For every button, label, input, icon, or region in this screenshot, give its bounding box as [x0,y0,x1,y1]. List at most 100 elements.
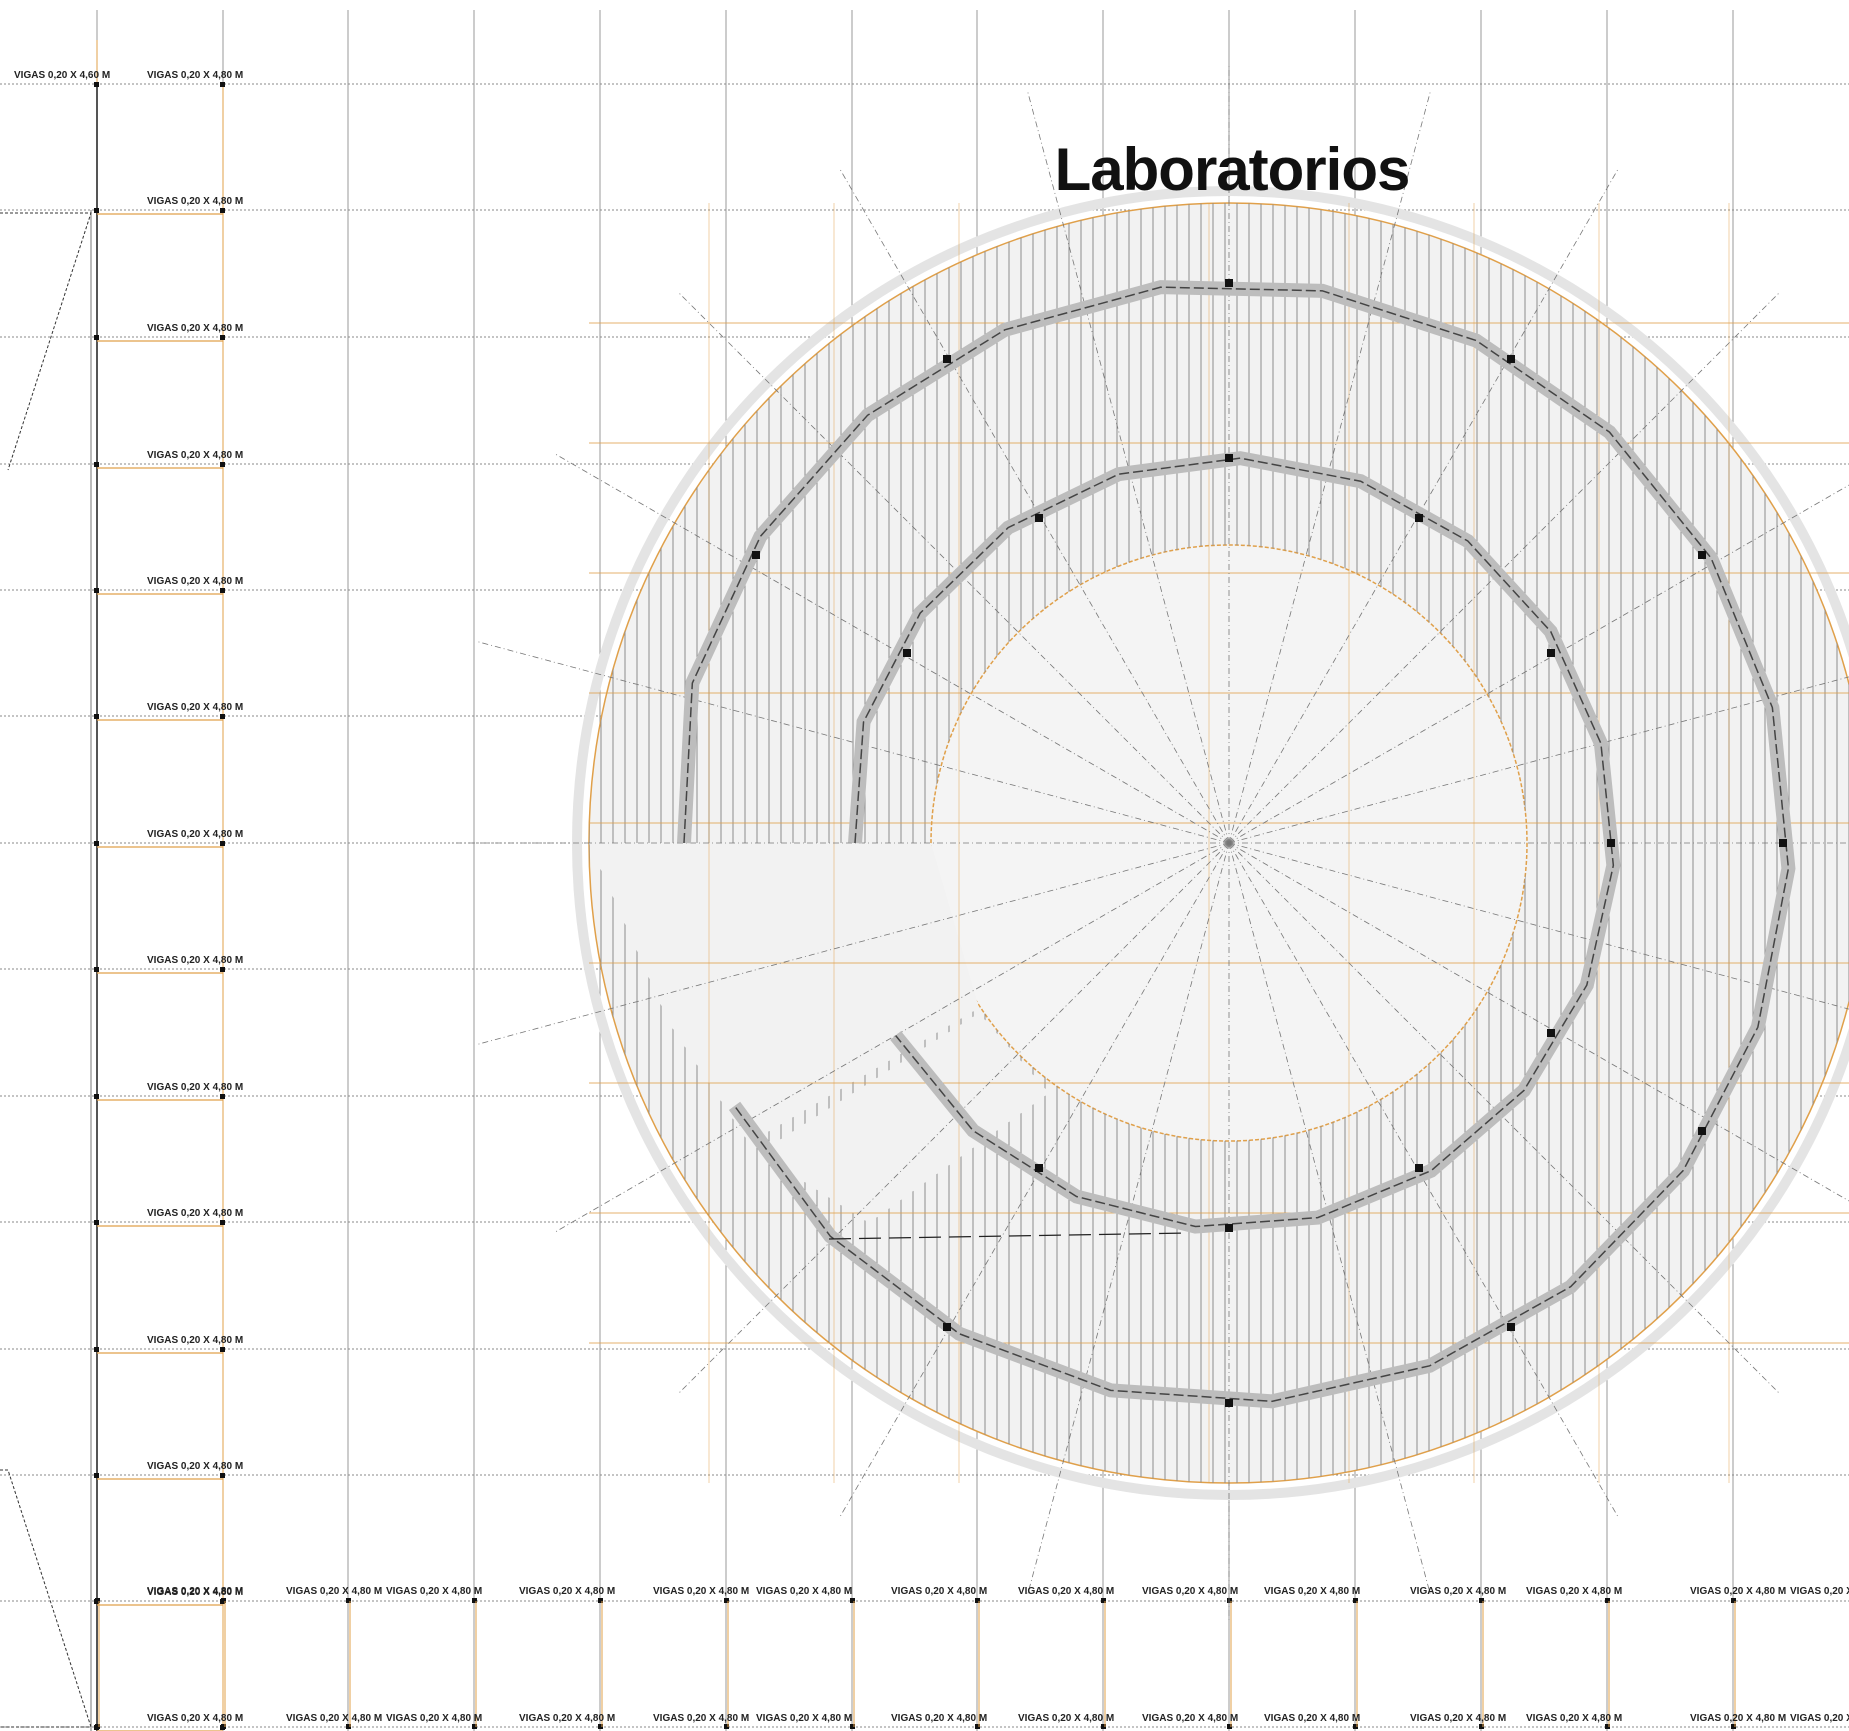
column-marker [975,1724,980,1729]
beam-label: VIGAS 0,20 X 4,80 M [1142,1586,1238,1597]
construction-line [838,842,1230,1519]
column-marker [598,1724,603,1729]
column-marker [94,82,99,87]
column-marker [724,1598,729,1603]
beam-label: VIGAS 0,20 X 4,80 M [147,450,243,461]
column-marker [1227,1724,1232,1729]
column-marker [1225,1399,1233,1407]
beam-label: VIGAS 0,20 X 4,60 M [14,70,110,81]
column-marker [94,208,99,213]
beam-label: VIGAS 0,20 X 4,80 M [1018,1586,1114,1597]
construction-line [1228,676,1849,844]
construction-line [1228,842,1781,1395]
construction-line [838,167,1230,844]
beam-label: VIGAS 0,20 X 4,80 M [147,576,243,587]
beam-label: VIGAS 0,20 X 4,80 M [1264,1586,1360,1597]
beam-label: VIGAS 0,20 X 4,80 M [147,1082,243,1093]
column-marker [1507,1323,1515,1331]
column-marker [1225,279,1233,287]
beam-label: VIGAS 0,20 X 4,80 M [386,1586,482,1597]
column-marker [95,1724,100,1729]
stair-symbol [0,212,92,471]
column-marker [94,1473,99,1478]
beam-label: VIGAS 0,20 X 4,80 M [147,1586,243,1597]
column-marker [975,1598,980,1603]
beam-label: VIGAS 0,20 X 4,80 M [286,1713,382,1724]
column-marker [1479,1724,1484,1729]
column-marker [94,967,99,972]
beam-label: VIGAS 0,20 X 4,80 M [147,323,243,334]
construction-line [1228,89,1432,844]
column-marker [1479,1598,1484,1603]
beam-label: VIGAS 0,20 X 4,80 M [147,955,243,966]
column-marker [724,1724,729,1729]
column-marker [220,841,225,846]
beam-label: VIGAS 0,20 X 4,80 M [1142,1713,1238,1724]
column-marker [1035,1164,1043,1172]
beam-label: VIGAS 0,20 X 4,80 M [147,1208,243,1219]
column-marker [903,649,911,657]
column-marker [943,1323,951,1331]
construction-line [677,842,1230,1395]
column-marker [220,1094,225,1099]
column-marker [1415,1164,1423,1172]
column-marker [1507,355,1515,363]
beam-label: VIGAS 0,20 X 4,80 M [147,196,243,207]
beam-label: VIGAS 0,20 X 4,80 M [1410,1713,1506,1724]
beam-label: VIGAS 0,20 X 4,80 M [1264,1713,1360,1724]
construction-line [475,842,1230,1046]
beam-label: VIGAS 0,20 X 4,80 M [147,1461,243,1472]
column-marker [598,1598,603,1603]
column-marker [94,588,99,593]
beam-label: VIGAS 0,20 X 4,80 M [891,1713,987,1724]
beam-label: VIGAS 0,20 X 4,80 M [286,1586,382,1597]
beam-label: VIGAS 0,20 X 4,80 M [756,1586,852,1597]
beam-label: VIGAS 0,20 X 4,80 M [756,1713,852,1724]
column-marker [1227,1598,1232,1603]
beam-label: VIGAS 0,20 X 4,80 M [653,1586,749,1597]
column-marker [472,1598,477,1603]
column-marker [1698,1127,1706,1135]
column-marker [1225,454,1233,462]
column-marker [220,462,225,467]
beam-label: VIGAS 0,20 X 4,80 M [519,1586,615,1597]
construction-line [1026,842,1230,1597]
column-marker [1731,1598,1736,1603]
outer-wall-centerline [683,286,1790,1403]
column-marker [472,1724,477,1729]
column-marker [346,1724,351,1729]
beam-label: VIGAS 0,20 X 4,80 M [519,1713,615,1724]
column-marker [850,1724,855,1729]
beam-label: VIGAS 0,20 X 4,80 M [1790,1713,1849,1724]
column-marker [220,1473,225,1478]
circular-lab-floor [449,63,1849,1623]
beam-label: VIGAS 0,20 X 4,80 M [891,1586,987,1597]
column-marker [1731,1724,1736,1729]
column-marker [94,714,99,719]
column-marker [752,551,760,559]
column-marker [220,335,225,340]
beam-label: VIGAS 0,20 X 4,80 M [1018,1713,1114,1724]
beam-label: VIGAS 0,20 X 4,80 M [147,70,243,81]
column-marker [1605,1724,1610,1729]
column-marker [1101,1598,1106,1603]
column-marker [1607,839,1615,847]
beam-label: VIGAS 0,20 X 4,80 M [1790,1586,1849,1597]
column-marker [220,588,225,593]
column-marker [94,841,99,846]
column-marker [220,82,225,87]
column-marker [94,462,99,467]
column-marker [220,1347,225,1352]
construction-line [1228,291,1781,844]
column-marker [1353,1598,1358,1603]
construction-line [1228,167,1620,844]
column-marker [1035,514,1043,522]
beam-labels: VIGAS 0,20 X 4,60 M VIGAS 0,20 X 4,80 M VI… [14,70,1849,1724]
beam-label: VIGAS 0,20 X 4,80 M [147,1713,243,1724]
column-marker [221,1598,226,1603]
beam-label: VIGAS 0,20 X 4,80 M [1410,1586,1506,1597]
column-marker [1547,649,1555,657]
column-marker [220,1220,225,1225]
construction-line [677,291,1230,844]
